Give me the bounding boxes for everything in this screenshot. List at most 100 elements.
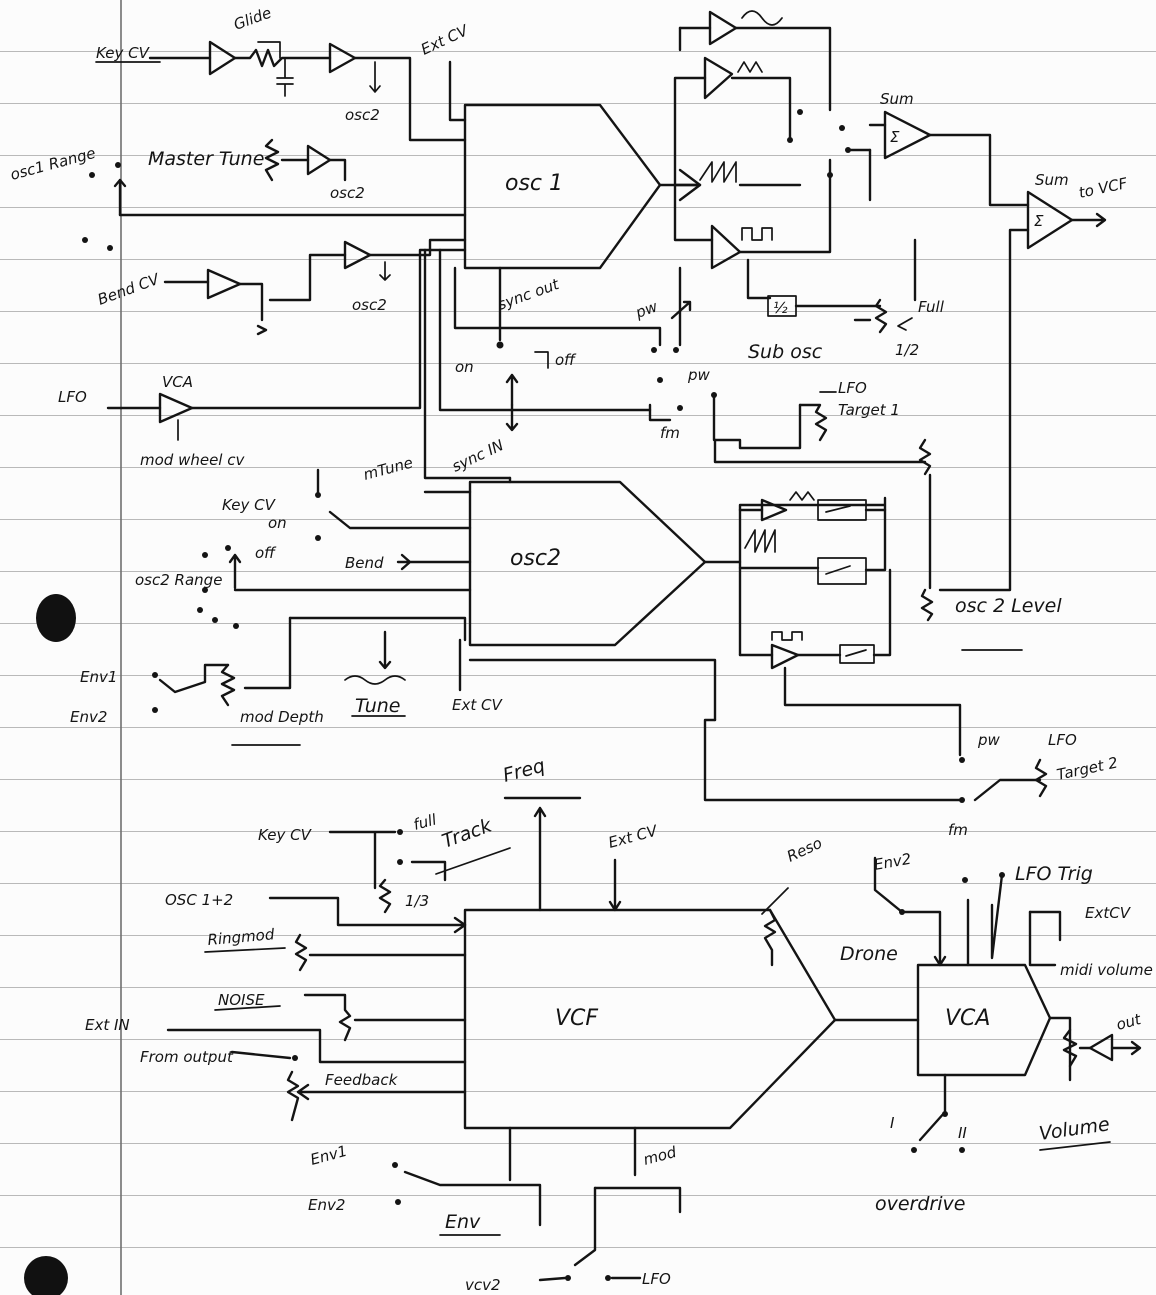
env2-vca-label: Env2 [873, 850, 913, 874]
env2-a-label: Env2 [70, 708, 107, 726]
drone-label: Drone [840, 943, 898, 965]
wave-saw-icon [700, 162, 736, 182]
osc1-range-label: osc1 Range [8, 144, 97, 184]
switch-box-2 [818, 558, 866, 584]
buffer-osc2-pulse [772, 645, 798, 668]
buffer-master-tune [308, 146, 330, 174]
pw-sub-label: pw [687, 366, 711, 384]
osc2-label-a: osc2 [345, 106, 380, 124]
ext-in-label: Ext IN [85, 1016, 130, 1034]
fm-osc2-label: fm [948, 821, 968, 839]
buffer-wave-top [710, 12, 736, 44]
half-sub-label: 1/2 [895, 341, 919, 359]
freq-label: Freq [501, 755, 548, 787]
half-box-label: ½ [773, 299, 788, 317]
bend-cv-label: Bend CV [95, 269, 163, 308]
sync-out-label: sync out [495, 275, 562, 314]
pw-osc1-label: pw [632, 297, 660, 322]
lfo-in-label: LFO [58, 388, 87, 406]
lfo-t1-label: LFO [838, 379, 867, 397]
buffer-osc2-saw [762, 500, 786, 520]
buffer-saw [705, 58, 732, 98]
buffer-bend [208, 270, 240, 298]
vcf-block [465, 910, 835, 1128]
volume-label: Volume [1038, 1113, 1111, 1145]
off-osc2-label: off [255, 544, 277, 562]
ext-cv-osc2-label: Ext CV [452, 696, 503, 714]
tune-label: Tune [355, 695, 400, 717]
osc2-label-c: osc2 [352, 296, 387, 314]
punch-hole [36, 594, 76, 642]
pw-osc2-label: pw [977, 731, 1001, 749]
osc1-label: osc 1 [505, 171, 563, 196]
wave-m-icon [738, 62, 762, 72]
ext-cv-vca-label: ExtCV [1085, 904, 1132, 922]
sum-right-label: Sum [1035, 171, 1069, 189]
key-cv-2-label: Key CV [222, 496, 277, 514]
sync-in-label: sync IN [449, 436, 506, 475]
glide-buffer [210, 42, 235, 74]
full-sub-label: Full [918, 298, 945, 316]
feedback-label: Feedback [325, 1071, 399, 1089]
on-osc2-label: on [268, 514, 287, 532]
lfo-bottom-label: LFO [642, 1270, 671, 1288]
target1-label: Target 1 [838, 401, 900, 419]
svg-text:Σ: Σ [890, 128, 900, 146]
one-label: I [890, 1114, 895, 1132]
vcf-label: VCF [555, 1006, 598, 1031]
osc2-label: osc2 [510, 546, 561, 571]
on-osc1-label: on [455, 358, 474, 376]
lfo-trig-label: LFO Trig [1015, 863, 1093, 885]
sum-top-label: Sum [880, 90, 914, 108]
third-vcf-label: 1/3 [405, 892, 429, 910]
mod-wheel-label: mod wheel cv [140, 451, 245, 469]
sub-osc-label: Sub osc [748, 341, 823, 363]
env-label: Env [445, 1211, 481, 1233]
vca-label: VCA [945, 1006, 990, 1031]
key-cv-vcf-label: Key CV [258, 826, 313, 844]
mtune-label: mTune [361, 453, 414, 483]
output-buffer [1090, 1035, 1112, 1060]
buffer-osc2-a [330, 44, 355, 72]
out-label: out [1114, 1010, 1143, 1034]
switch-box-3 [840, 645, 874, 663]
to-vcf-label: to VCF [1077, 174, 1129, 202]
wave-sine-icon [742, 11, 782, 25]
vcv2-label: vcv2 [465, 1276, 501, 1294]
env1-a-label: Env1 [80, 668, 117, 686]
svg-text:Σ: Σ [1034, 212, 1044, 230]
osc2-block [470, 482, 705, 645]
off-osc1-label: off [555, 351, 577, 369]
mod-label: mod [641, 1143, 678, 1169]
target2-label: Target 2 [1055, 753, 1119, 783]
fm-osc1-label: fm [660, 424, 680, 442]
reso-label: Reso [784, 834, 825, 866]
osc2-label-b: osc2 [330, 184, 365, 202]
track-label: Track [439, 814, 495, 852]
midi-volume-label: midi volume [1060, 961, 1153, 979]
switch-box-1 [818, 500, 866, 520]
mod-depth-label: mod Depth [240, 708, 324, 726]
full-vcf-label: full [411, 810, 439, 834]
buffer-pulse [712, 226, 740, 268]
lfo-t2-label: LFO [1048, 731, 1077, 749]
vca-small-label: VCA [162, 373, 193, 391]
ext-cv-top-label: Ext CV [418, 21, 472, 59]
osc2-range-label: osc2 Range [135, 571, 222, 589]
osc2-level-label: osc 2 Level [955, 595, 1062, 617]
bend-osc2-label: Bend [345, 554, 384, 572]
buffer-vca-small [160, 394, 192, 422]
from-output-label: From output [140, 1048, 234, 1066]
buffer-bend-2 [345, 242, 370, 268]
punch-hole [24, 1256, 68, 1295]
env2-b-label: Env2 [308, 1196, 345, 1214]
ringmod-label: Ringmod [207, 925, 276, 949]
two-label: II [958, 1124, 967, 1142]
key-cv-label: Key CV [96, 44, 151, 62]
master-tune-label: Master Tune [148, 148, 264, 170]
wave-pulse-icon [742, 228, 772, 240]
overdrive-label: overdrive [875, 1193, 965, 1215]
env1-b-label: Env1 [308, 1142, 349, 1169]
